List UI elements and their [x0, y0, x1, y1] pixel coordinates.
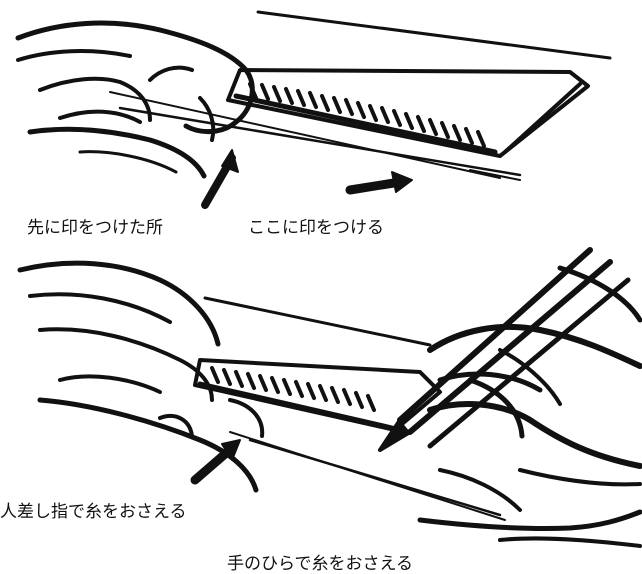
- top-panel-drawing: [15, 10, 612, 209]
- ruler-top: [226, 68, 590, 158]
- left-hand-bottom: [17, 260, 265, 493]
- label-palm: 手のひらで糸をおさえる: [227, 554, 413, 574]
- arrow-mark-here: [345, 171, 413, 195]
- ruler-bottom: [193, 358, 442, 432]
- label-previous-mark: 先に印をつけた所: [27, 218, 163, 238]
- arrow-index-finger: [190, 439, 241, 485]
- bottom-panel-drawing: [17, 247, 642, 548]
- left-hand-top: [15, 20, 255, 179]
- label-mark-here: ここに印をつける: [248, 218, 384, 238]
- right-hand-with-pen: [378, 247, 642, 548]
- arrow-previous-mark: [201, 149, 239, 209]
- label-index-finger: 人差し指で糸をおさえる: [0, 502, 187, 522]
